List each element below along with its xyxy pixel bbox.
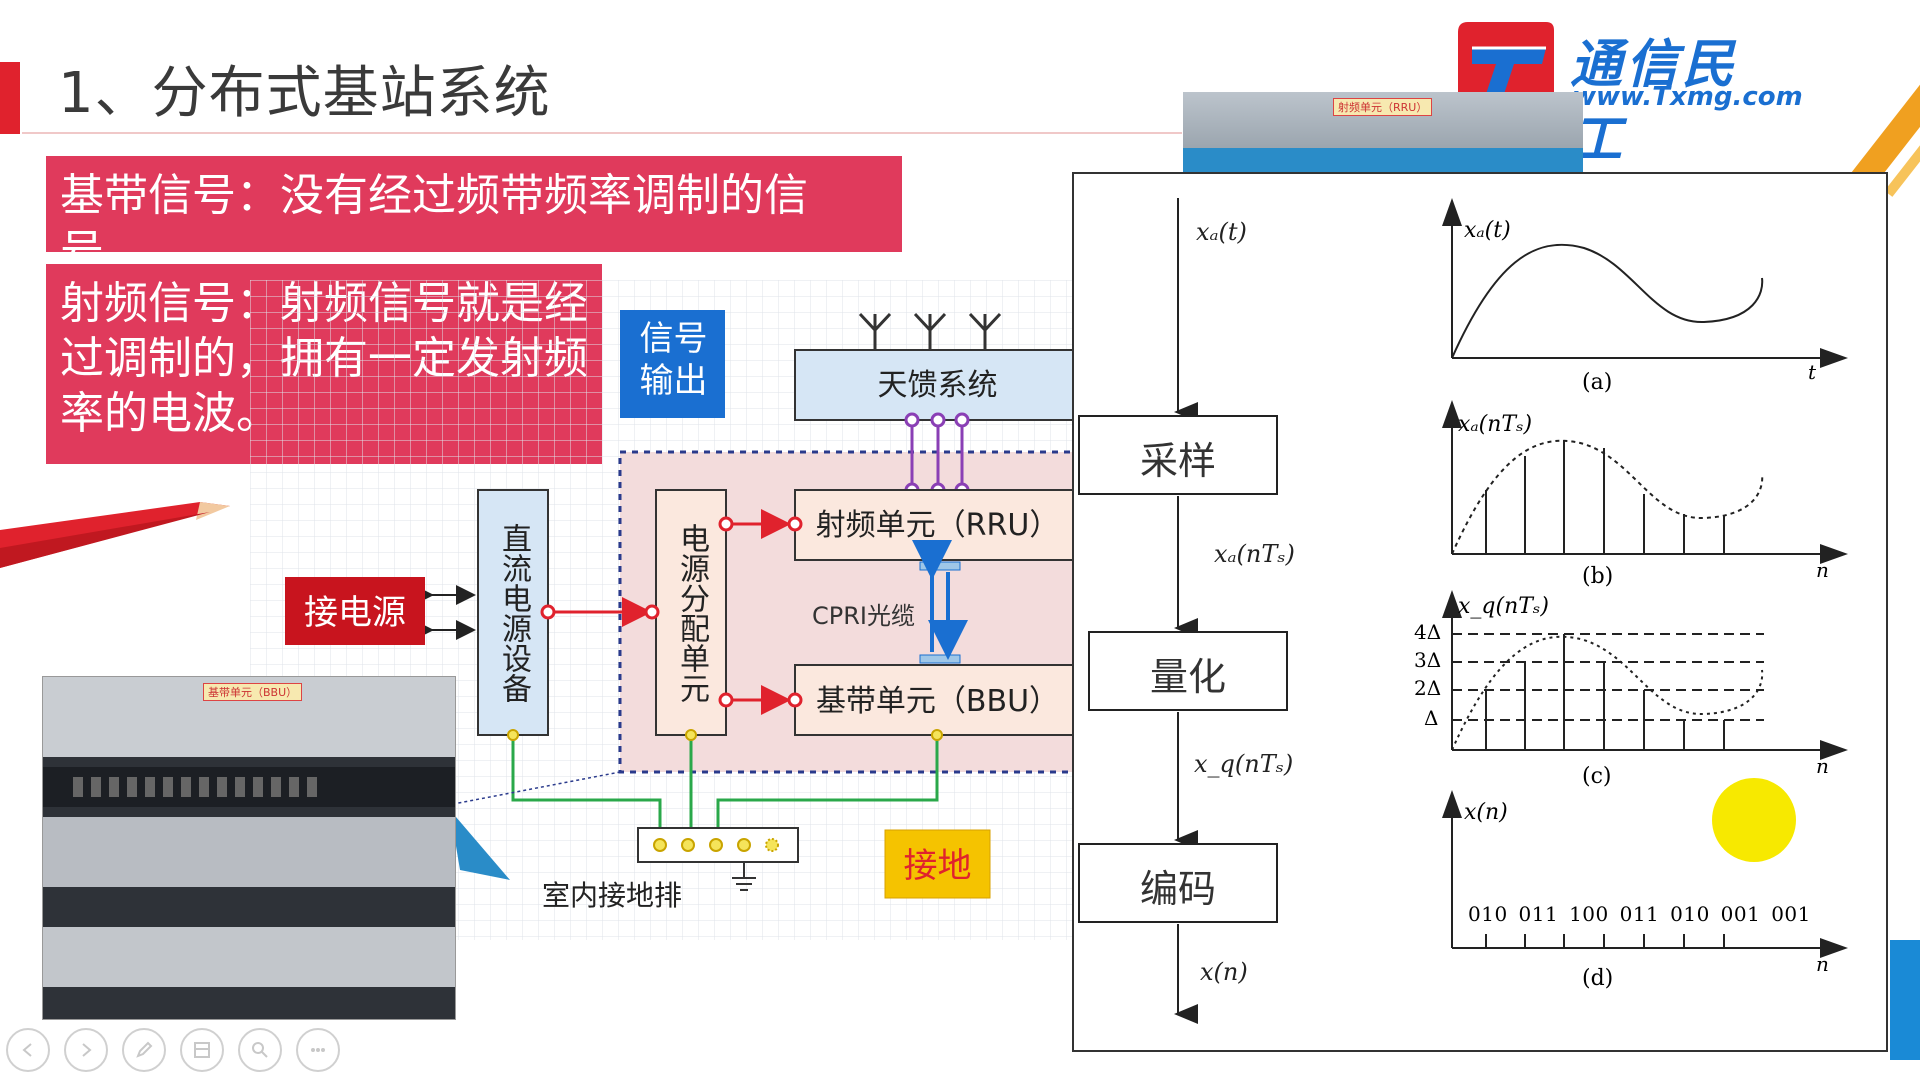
chain-xa-t: xₐ(t) bbox=[1196, 218, 1247, 246]
level-2: 2Δ bbox=[1414, 676, 1442, 700]
signal-chain-panel: 采样 量化 编码 xₐ(t) xₐ(nTₛ) x_q(nTₛ) x(n) xₐ(… bbox=[1072, 172, 1888, 1052]
encode-label: 编码 bbox=[1139, 867, 1216, 911]
ground-icon bbox=[732, 862, 756, 891]
plot-d-caption: (d) bbox=[1582, 966, 1614, 991]
bbu-photo-label: 基带单元（BBU） bbox=[203, 683, 303, 701]
level-1: Δ bbox=[1424, 706, 1439, 730]
slideshow-toolbar bbox=[6, 1028, 340, 1072]
plot-b-ylabel: xₐ(nTₛ) bbox=[1458, 412, 1533, 437]
plot-c-caption: (c) bbox=[1582, 764, 1612, 789]
base-station-diagram bbox=[250, 280, 1080, 940]
plot-d-ylabel: x(n) bbox=[1464, 800, 1508, 825]
more-icon[interactable] bbox=[296, 1028, 340, 1072]
slides-icon[interactable] bbox=[180, 1028, 224, 1072]
sample-label: 采样 bbox=[1139, 439, 1216, 483]
antenna-icon bbox=[858, 312, 1002, 350]
power-in-label: 接电源 bbox=[304, 593, 406, 633]
prev-icon[interactable] bbox=[6, 1028, 50, 1072]
rru-photo-label: 射频单元（RRU） bbox=[1333, 98, 1433, 116]
quantize-label: 量化 bbox=[1149, 655, 1226, 699]
logo-url: www.Txmg.com bbox=[1572, 82, 1803, 112]
signal-chain-diagram bbox=[1078, 198, 1848, 1024]
title-underline bbox=[22, 132, 1182, 134]
logo-brand: 通信民工 bbox=[1570, 35, 1739, 170]
chain-xa-nT: xₐ(nTₛ) bbox=[1214, 540, 1295, 568]
decor-triangle bbox=[450, 810, 510, 880]
plot-b-caption: (b) bbox=[1582, 564, 1614, 589]
plot-b-xlabel: n bbox=[1816, 558, 1829, 582]
ground-bar-label: 室内接地排 bbox=[542, 879, 683, 912]
plot-a-ylabel: xₐ(t) bbox=[1464, 218, 1511, 243]
baseband-definition: 基带信号：没有经过频带频率调制的信号。 bbox=[46, 156, 902, 277]
cpri-label: CPRI光缆 bbox=[812, 602, 915, 630]
signal-output-label: 信号输出 bbox=[639, 319, 708, 401]
plot-a-xlabel: t bbox=[1808, 360, 1817, 384]
next-icon[interactable] bbox=[64, 1028, 108, 1072]
pencil-icon bbox=[0, 502, 230, 568]
level-4: 4Δ bbox=[1414, 620, 1442, 644]
title-accent-bar bbox=[0, 62, 20, 134]
plot-d-xlabel: n bbox=[1816, 952, 1829, 976]
chain-x-n: x(n) bbox=[1200, 958, 1248, 986]
bbu-label: 基带单元（BBU） bbox=[815, 684, 1060, 719]
pdu-label: 电源分配单元 bbox=[674, 522, 709, 703]
plot-c-ylabel: x_q(nTₛ) bbox=[1458, 594, 1549, 619]
zoom-icon[interactable] bbox=[238, 1028, 282, 1072]
chain-xq-nT: x_q(nTₛ) bbox=[1194, 750, 1294, 778]
logo: 通信民工 www.Txmg.com bbox=[1450, 20, 1803, 170]
page-title: 1、分布式基站系统 bbox=[58, 61, 551, 126]
plot-c-xlabel: n bbox=[1816, 754, 1829, 778]
decor-blue-stripe bbox=[1890, 940, 1920, 1060]
rru-photo: 射频单元（RRU） bbox=[1183, 92, 1583, 172]
highlight-dot bbox=[1712, 778, 1796, 862]
antenna-system-label: 天馈系统 bbox=[877, 368, 998, 403]
bbu-photo: 基带单元（BBU） bbox=[42, 676, 456, 1020]
plot-d-codes: 010 011 100 011 010 001 001 bbox=[1468, 902, 1811, 926]
pen-icon[interactable] bbox=[122, 1028, 166, 1072]
plot-a-caption: (a) bbox=[1582, 370, 1613, 395]
rru-label: 射频单元（RRU） bbox=[815, 508, 1060, 543]
level-3: 3Δ bbox=[1414, 648, 1442, 672]
dc-power-label: 直流电源设备 bbox=[496, 522, 531, 703]
ground-label: 接地 bbox=[903, 846, 972, 886]
